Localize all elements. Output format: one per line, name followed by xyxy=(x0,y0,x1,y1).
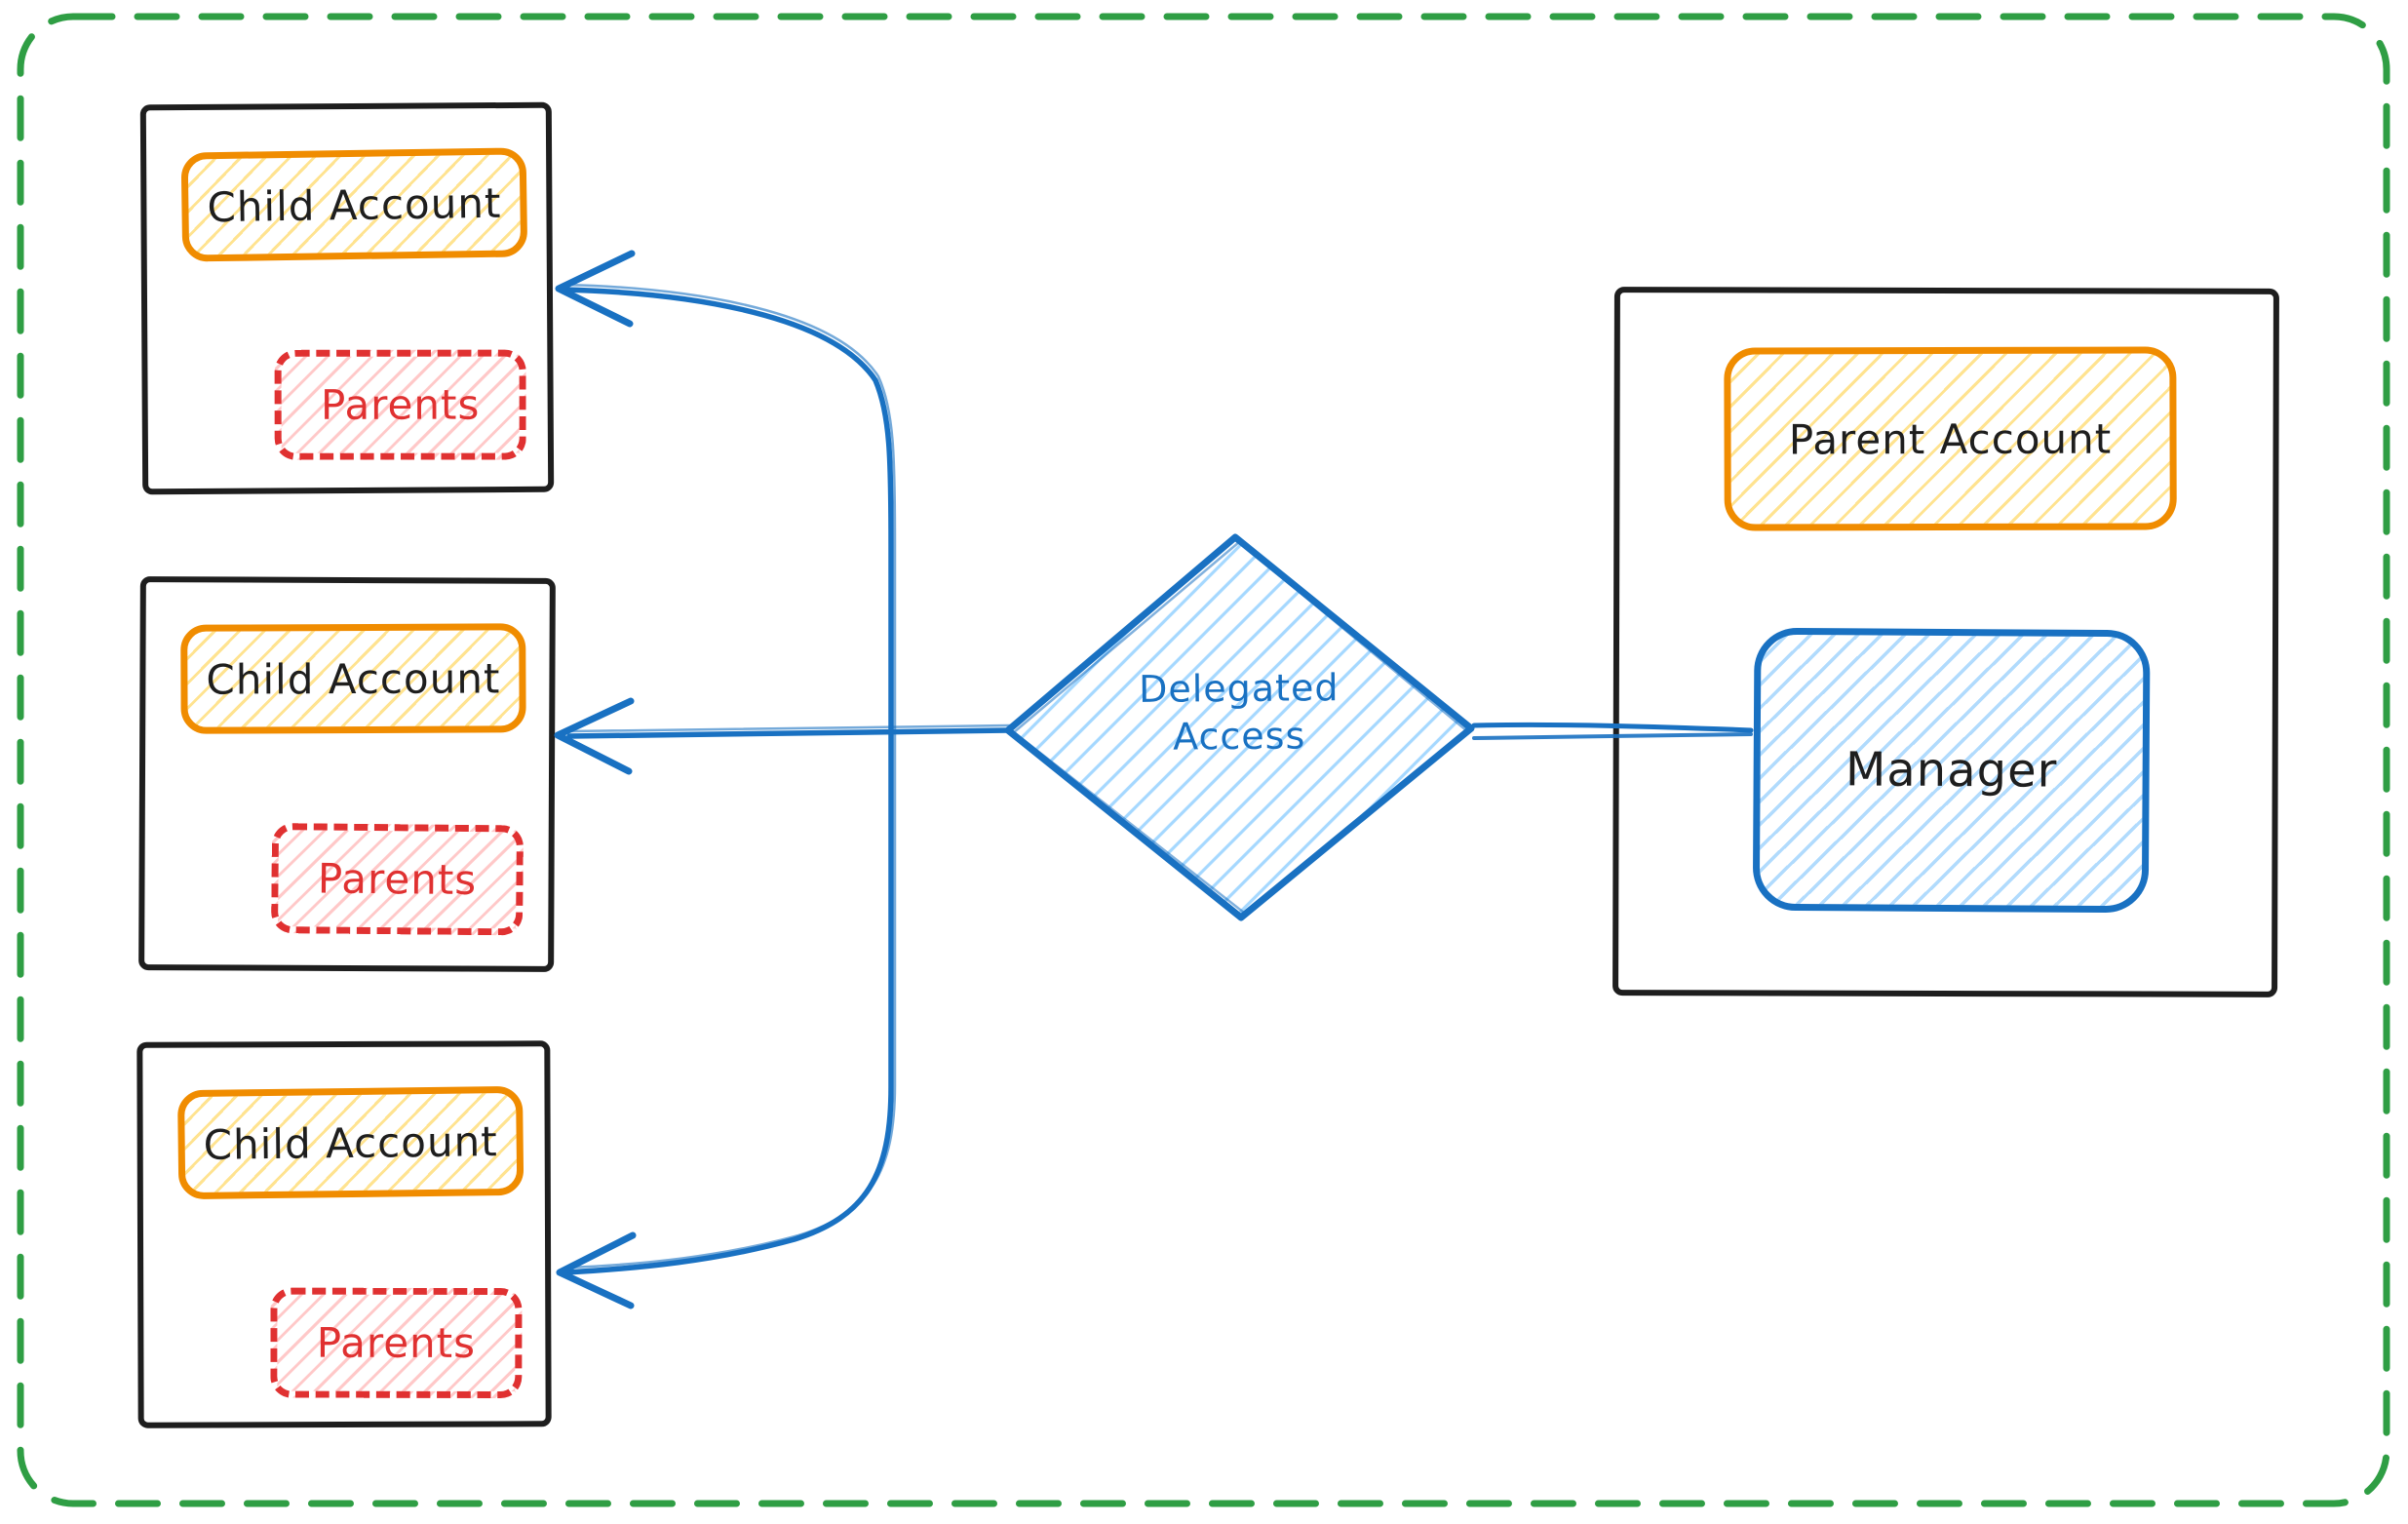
arrowhead-top xyxy=(555,250,636,328)
child-account-box-bottom: Child Account Parents xyxy=(136,1040,552,1428)
parents-badge: Parents xyxy=(270,822,524,936)
child-account-title-text: Child Account xyxy=(203,1116,498,1169)
parents-badge-text: Parents xyxy=(316,1318,477,1367)
child-account-box-top: Child Account Parents xyxy=(139,101,555,495)
decision-label-line2: Access xyxy=(1172,714,1306,759)
arrowhead-middle xyxy=(554,697,635,775)
child-account-title: Child Account xyxy=(180,623,526,734)
child-account-box-middle: Child Account Parents xyxy=(138,576,556,972)
parents-badge: Parents xyxy=(274,349,526,460)
manager-node: Manager xyxy=(1752,627,2151,914)
arrow-to-child-middle xyxy=(554,697,1013,775)
parent-account-title-text: Parent Account xyxy=(1788,414,2113,463)
parent-account-title: Parent Account xyxy=(1724,346,2177,531)
parents-badge-text: Parents xyxy=(317,854,478,905)
arrow-to-child-top-and-bottom xyxy=(555,250,897,1309)
arrowhead-bottom xyxy=(556,1231,637,1309)
child-account-title: Child Account xyxy=(177,1085,524,1200)
parent-account-box: Parent Account Manager xyxy=(1612,287,2279,997)
child-account-title: Child Account xyxy=(180,147,528,262)
child-account-title-text: Child Account xyxy=(207,178,502,231)
decision-label: Delegated Access xyxy=(1083,664,1396,762)
manager-node-text: Manager xyxy=(1845,742,2058,799)
decision-label-line1: Delegated xyxy=(1138,666,1340,711)
parents-badge: Parents xyxy=(270,1287,523,1399)
child-account-title-text: Child Account xyxy=(206,653,501,704)
parents-badge-text: Parents xyxy=(320,380,481,429)
